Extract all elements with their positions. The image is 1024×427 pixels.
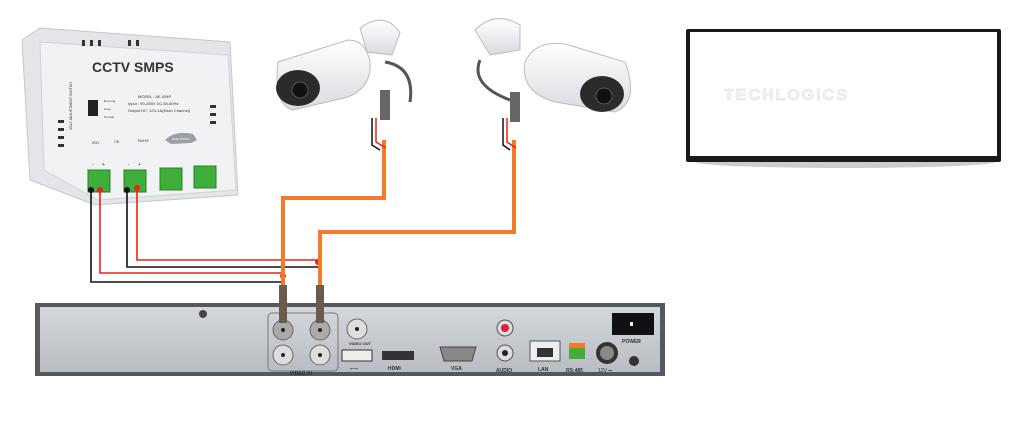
terminal-block[interactable] [123,169,147,193]
label-usb: ⭠⭢ [350,366,358,372]
hdmi-port[interactable] [382,351,414,360]
negative-wire-cam2 [126,190,318,268]
bullet-camera-2 [474,18,632,122]
terminal-block[interactable] [193,165,217,189]
label-rs485: RS-485 [566,368,583,374]
dvr-recorder: VIDEO IN VIDEO OUT ⭠⭢ HDMI VGA AUDIO LAN… [35,285,665,377]
cert-label: CE [114,139,120,144]
label-video-out: VIDEO OUT [349,341,372,346]
bnc-port[interactable] [272,344,294,366]
make-in-india-logo: MAKE IN INDIA [165,132,197,144]
bnc-plug-cam1 [279,285,287,323]
polarity-label: - [92,162,94,168]
label-lan: LAN [538,367,549,373]
negative-wire-cam1 [90,190,285,283]
ground-screw-icon [629,356,639,366]
label-vga: VGA [451,366,462,372]
smps-side-label: VOLT ADJUSTMENT SWITCH [69,82,73,130]
smps-input: Input : 90-265V DC,50-60Hz [128,101,178,106]
smps-output: Output DC; 12V-1A(Each Channel) [128,108,191,113]
bnc-plug-cam2 [316,285,324,323]
video-in-group [267,312,339,372]
audio-in-port[interactable] [496,344,514,362]
positive-wire-cam1 [99,190,285,274]
svg-text:MAKE IN INDIA: MAKE IN INDIA [172,138,190,141]
volt-adjust-switch[interactable] [88,100,98,116]
switch-label: Normal [104,115,114,119]
label-hdmi: HDMI [388,366,401,372]
polarity-label: - [128,162,130,168]
tv-watermark: TECHLOGICS [724,87,849,104]
dc-power-jack[interactable] [596,342,618,364]
vga-port[interactable] [439,346,477,362]
label-audio: AUDIO [496,368,512,374]
label-video-in: VIDEO IN [290,371,312,377]
bnc-connector-icon [510,92,520,122]
camera-pigtails [371,118,517,151]
cctv-smps-power-supply: CCTV SMPS MODEL : AE-404P Input : 90-265… [21,27,239,206]
usb-port[interactable] [341,349,373,362]
vent-slots-icon [58,40,216,147]
coax-cables [281,140,516,292]
terminal-blocks: - + - + [87,162,217,193]
label-power: POWER [622,339,641,345]
bnc-port[interactable] [272,319,294,341]
polarity-label: + [102,162,105,168]
positive-wire-cam2 [136,190,318,261]
label-12v: 12V ⎓ [598,368,612,374]
terminal-block[interactable] [159,167,183,191]
video-out-port[interactable] [346,318,368,340]
screw-icon [199,310,207,318]
smps-title: CCTV SMPS [92,59,174,75]
bnc-connector-icon [380,90,390,120]
tv-monitor: TECHLOGICS [686,29,1001,168]
switch-label: Ex-Long [104,99,116,103]
cert-label: ISO [92,140,99,145]
switch-label: Long [104,107,111,111]
smps-model: MODEL : AE-404P [138,94,172,99]
polarity-label: + [138,162,141,168]
cert-label: RoHS [138,138,149,143]
bnc-port[interactable] [309,344,331,366]
audio-out-port[interactable] [496,319,514,337]
bullet-camera-1 [276,19,413,120]
coax-cable-cam1 [281,140,386,292]
coax-cable-cam2 [318,140,516,292]
